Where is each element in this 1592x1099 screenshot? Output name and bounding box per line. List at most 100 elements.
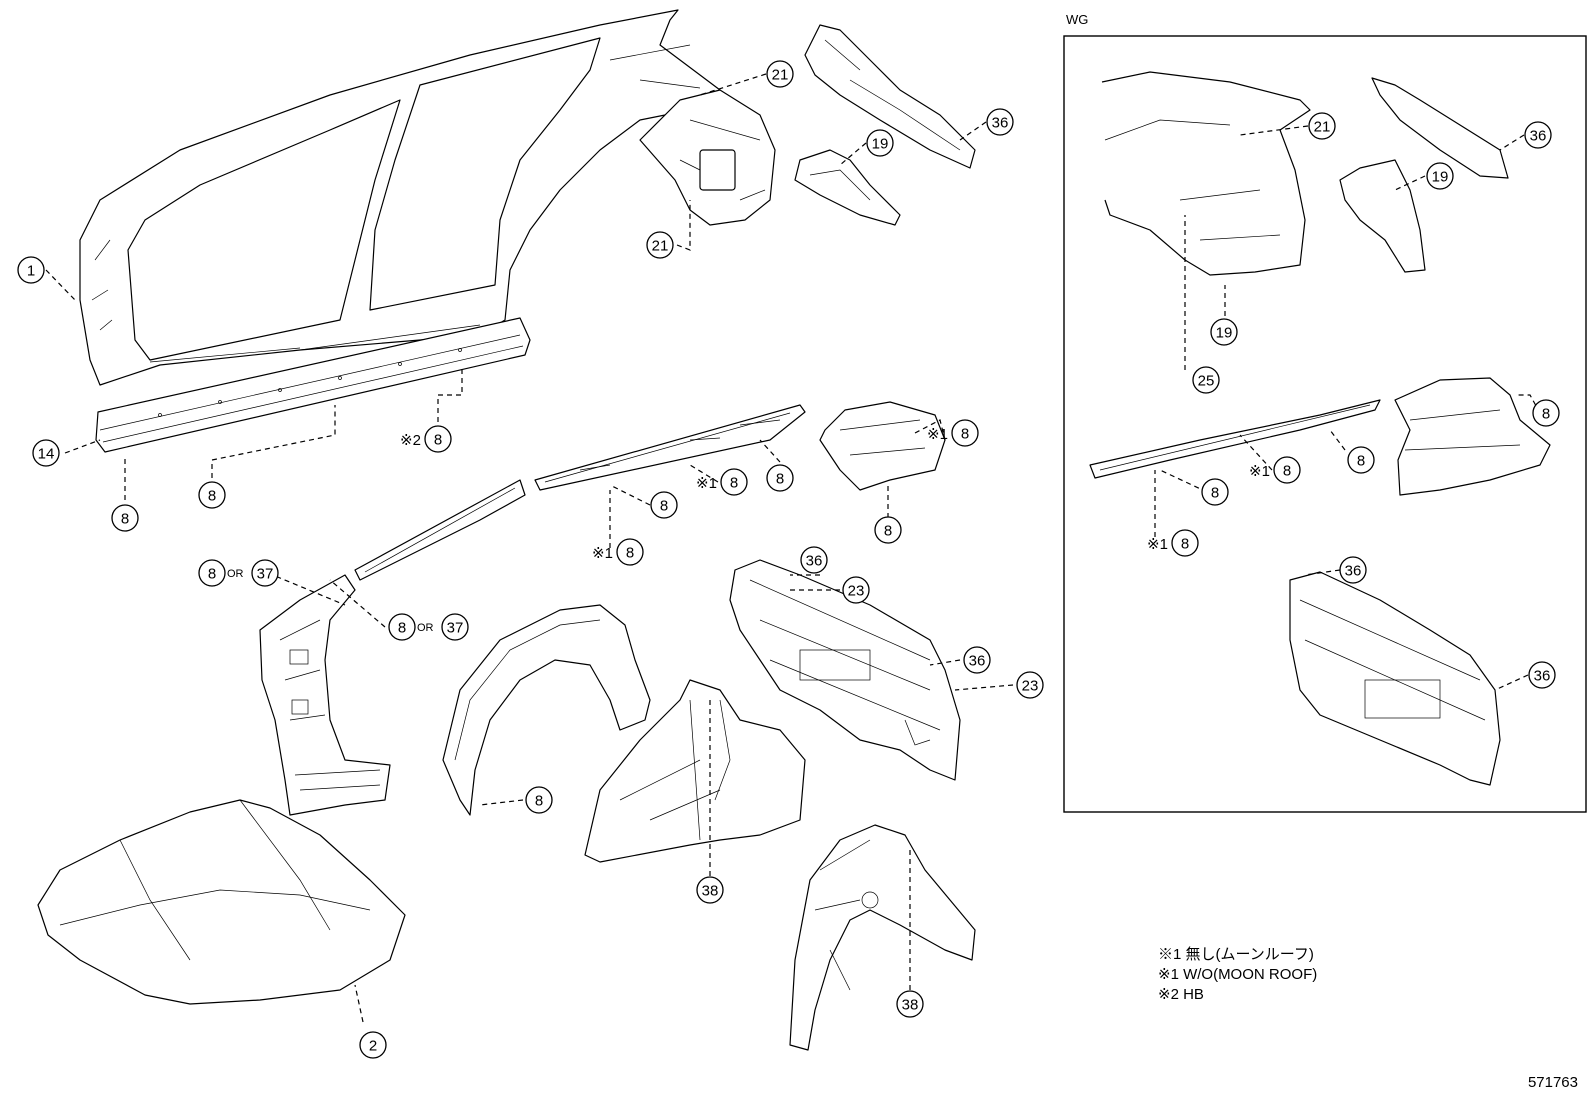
callout-8: 8 [198,559,226,587]
note-line-2: ※1 W/O(MOON ROOF) [1158,966,1318,983]
wg-back-panel [1289,571,1501,786]
svg-text:36: 36 [1530,128,1547,145]
svg-text:8: 8 [776,471,784,488]
callout-8: 8 [720,468,748,496]
callout-23: 23 [842,576,870,604]
front-wheelhouse-apron [442,604,651,816]
svg-text:23: 23 [848,583,865,600]
callout-8: 8 [111,504,139,532]
svg-text:37: 37 [257,566,274,583]
callout-37: 37 [251,559,279,587]
hood-panel [37,799,406,1005]
leader-lines [45,73,1014,1023]
svg-text:8: 8 [535,793,543,810]
callout-8: 8 [1347,446,1375,474]
svg-text:8: 8 [1181,536,1189,553]
callout-8: 8 [951,419,979,447]
roof-side-rail [354,404,806,581]
svg-text:8: 8 [1542,406,1550,423]
callout-2: 2 [359,1031,387,1059]
svg-text:8: 8 [398,620,406,637]
callout-21: 21 [766,60,794,88]
wg-leader-lines [1154,125,1541,691]
callout-8: 8 [766,464,794,492]
callout-38: 38 [696,876,724,904]
rear-quarter-inner-panel [639,89,776,226]
callout-8: 8 [650,491,678,519]
or-label: OR [417,622,434,634]
callout-19: 19 [866,129,894,157]
svg-text:36: 36 [1534,668,1551,685]
rocker-panel [95,317,531,453]
svg-text:8: 8 [660,498,668,515]
svg-text:21: 21 [652,238,669,255]
callout-36: 36 [1524,121,1552,149]
note-line-1: ※1 無し(ムーンルーフ) [1158,946,1314,963]
svg-text:8: 8 [1211,485,1219,502]
quarter-inner-lower [789,824,976,1051]
svg-text:38: 38 [902,997,919,1014]
callout-19: 19 [1210,318,1238,346]
svg-text:36: 36 [1345,563,1362,580]
svg-text:38: 38 [702,883,719,900]
svg-text:37: 37 [447,620,464,637]
svg-text:8: 8 [961,426,969,443]
diagram-number: 571763 [1527,1074,1578,1091]
svg-text:8: 8 [208,488,216,505]
note-line-3: ※2 HB [1158,986,1204,1003]
callout-8: 8 [874,516,902,544]
callout-19: 19 [1426,162,1454,190]
callout-1: 1 [17,256,45,284]
wg-variant-box [1063,35,1587,813]
rear-upper-panel-36 [804,24,976,169]
note-marker: ※2 [400,432,421,449]
svg-text:8: 8 [121,511,129,528]
wg-upper-panel-36 [1371,77,1509,179]
callout-14: 14 [32,439,60,467]
wg-roof-rail [1089,399,1381,479]
callout-8: 8 [424,425,452,453]
callout-8: 8 [1532,399,1560,427]
side-member-bracket [819,401,946,491]
callout-36: 36 [986,108,1014,136]
wg-quarter-panel [1101,71,1311,276]
note-marker: ※1 [1249,463,1270,480]
callout-8: 8 [525,786,553,814]
callout-36: 36 [1339,556,1367,584]
callout-23: 23 [1016,671,1044,699]
svg-text:1: 1 [27,263,35,280]
svg-text:36: 36 [992,115,1009,132]
callout-25: 25 [1192,366,1220,394]
rear-wheelhouse-inner [584,679,806,863]
callout-8: 8 [198,481,226,509]
note-marker: ※1 [1147,536,1168,553]
callout-36: 36 [800,546,828,574]
callout-36: 36 [963,646,991,674]
wg-rear-pillar [1394,377,1551,496]
note-marker: ※1 [592,545,613,562]
callout-37: 37 [441,613,469,641]
svg-text:25: 25 [1198,373,1215,390]
callout-8: 8 [388,613,416,641]
svg-text:19: 19 [1432,169,1449,186]
svg-text:8: 8 [884,523,892,540]
svg-text:8: 8 [1357,453,1365,470]
callout-8: 8 [1171,529,1199,557]
wg-bracket-19 [1339,159,1426,273]
callout-8: 8 [1201,478,1229,506]
callout-21: 21 [1308,112,1336,140]
front-pillar [259,574,391,816]
callout-8: 8 [616,538,644,566]
callout-21: 21 [646,231,674,259]
svg-text:36: 36 [806,553,823,570]
note-marker: ※1 [696,475,717,492]
svg-text:36: 36 [969,653,986,670]
body-side-outer-panel [79,9,721,386]
svg-text:14: 14 [38,446,55,463]
svg-text:8: 8 [626,545,634,562]
svg-text:2: 2 [369,1038,377,1055]
svg-text:8: 8 [730,475,738,492]
note-marker: ※1 [927,426,948,443]
